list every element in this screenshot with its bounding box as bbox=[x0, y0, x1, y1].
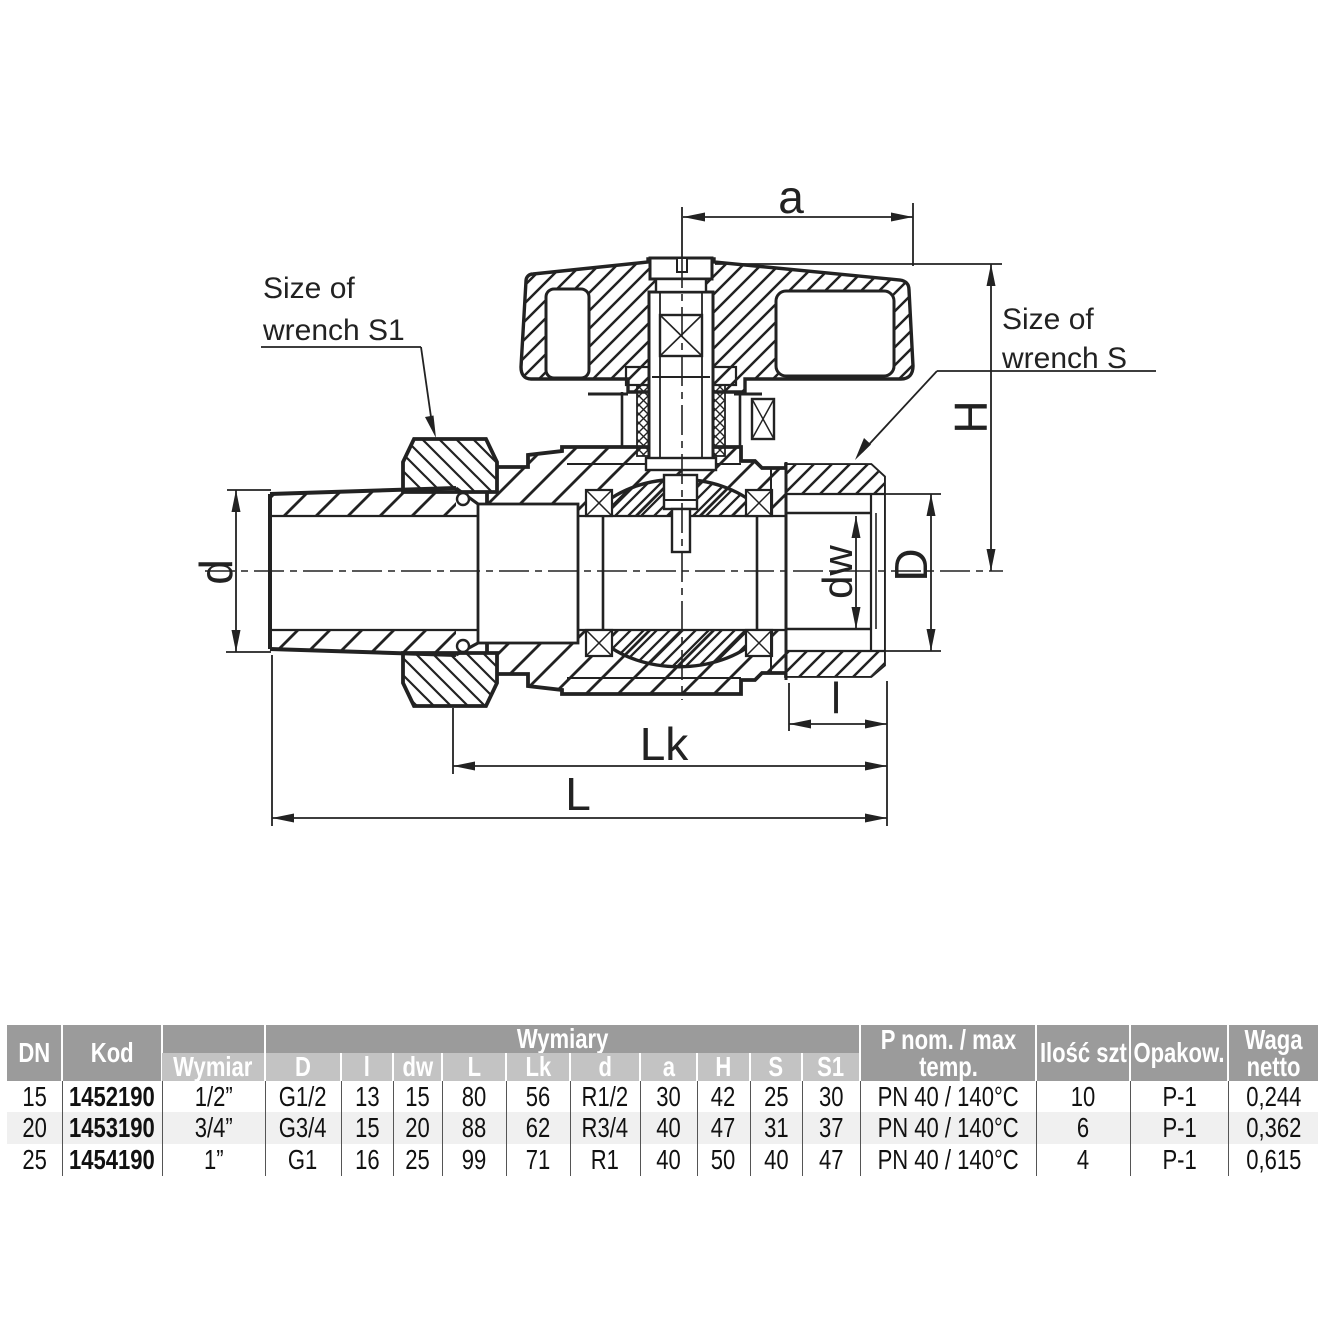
svg-text:Lk: Lk bbox=[640, 718, 690, 770]
svg-text:D: D bbox=[885, 548, 937, 581]
svg-text:wrench S1: wrench S1 bbox=[262, 314, 405, 347]
svg-text:L: L bbox=[565, 768, 591, 820]
svg-text:d: d bbox=[190, 559, 242, 585]
svg-text:a: a bbox=[778, 171, 804, 223]
svg-text:H: H bbox=[945, 400, 997, 433]
svg-text:l: l bbox=[831, 674, 841, 723]
svg-text:dw: dw bbox=[814, 544, 861, 598]
svg-text:Size of: Size of bbox=[263, 272, 355, 305]
svg-text:Size of: Size of bbox=[1002, 303, 1094, 336]
svg-text:wrench S: wrench S bbox=[1001, 342, 1127, 375]
